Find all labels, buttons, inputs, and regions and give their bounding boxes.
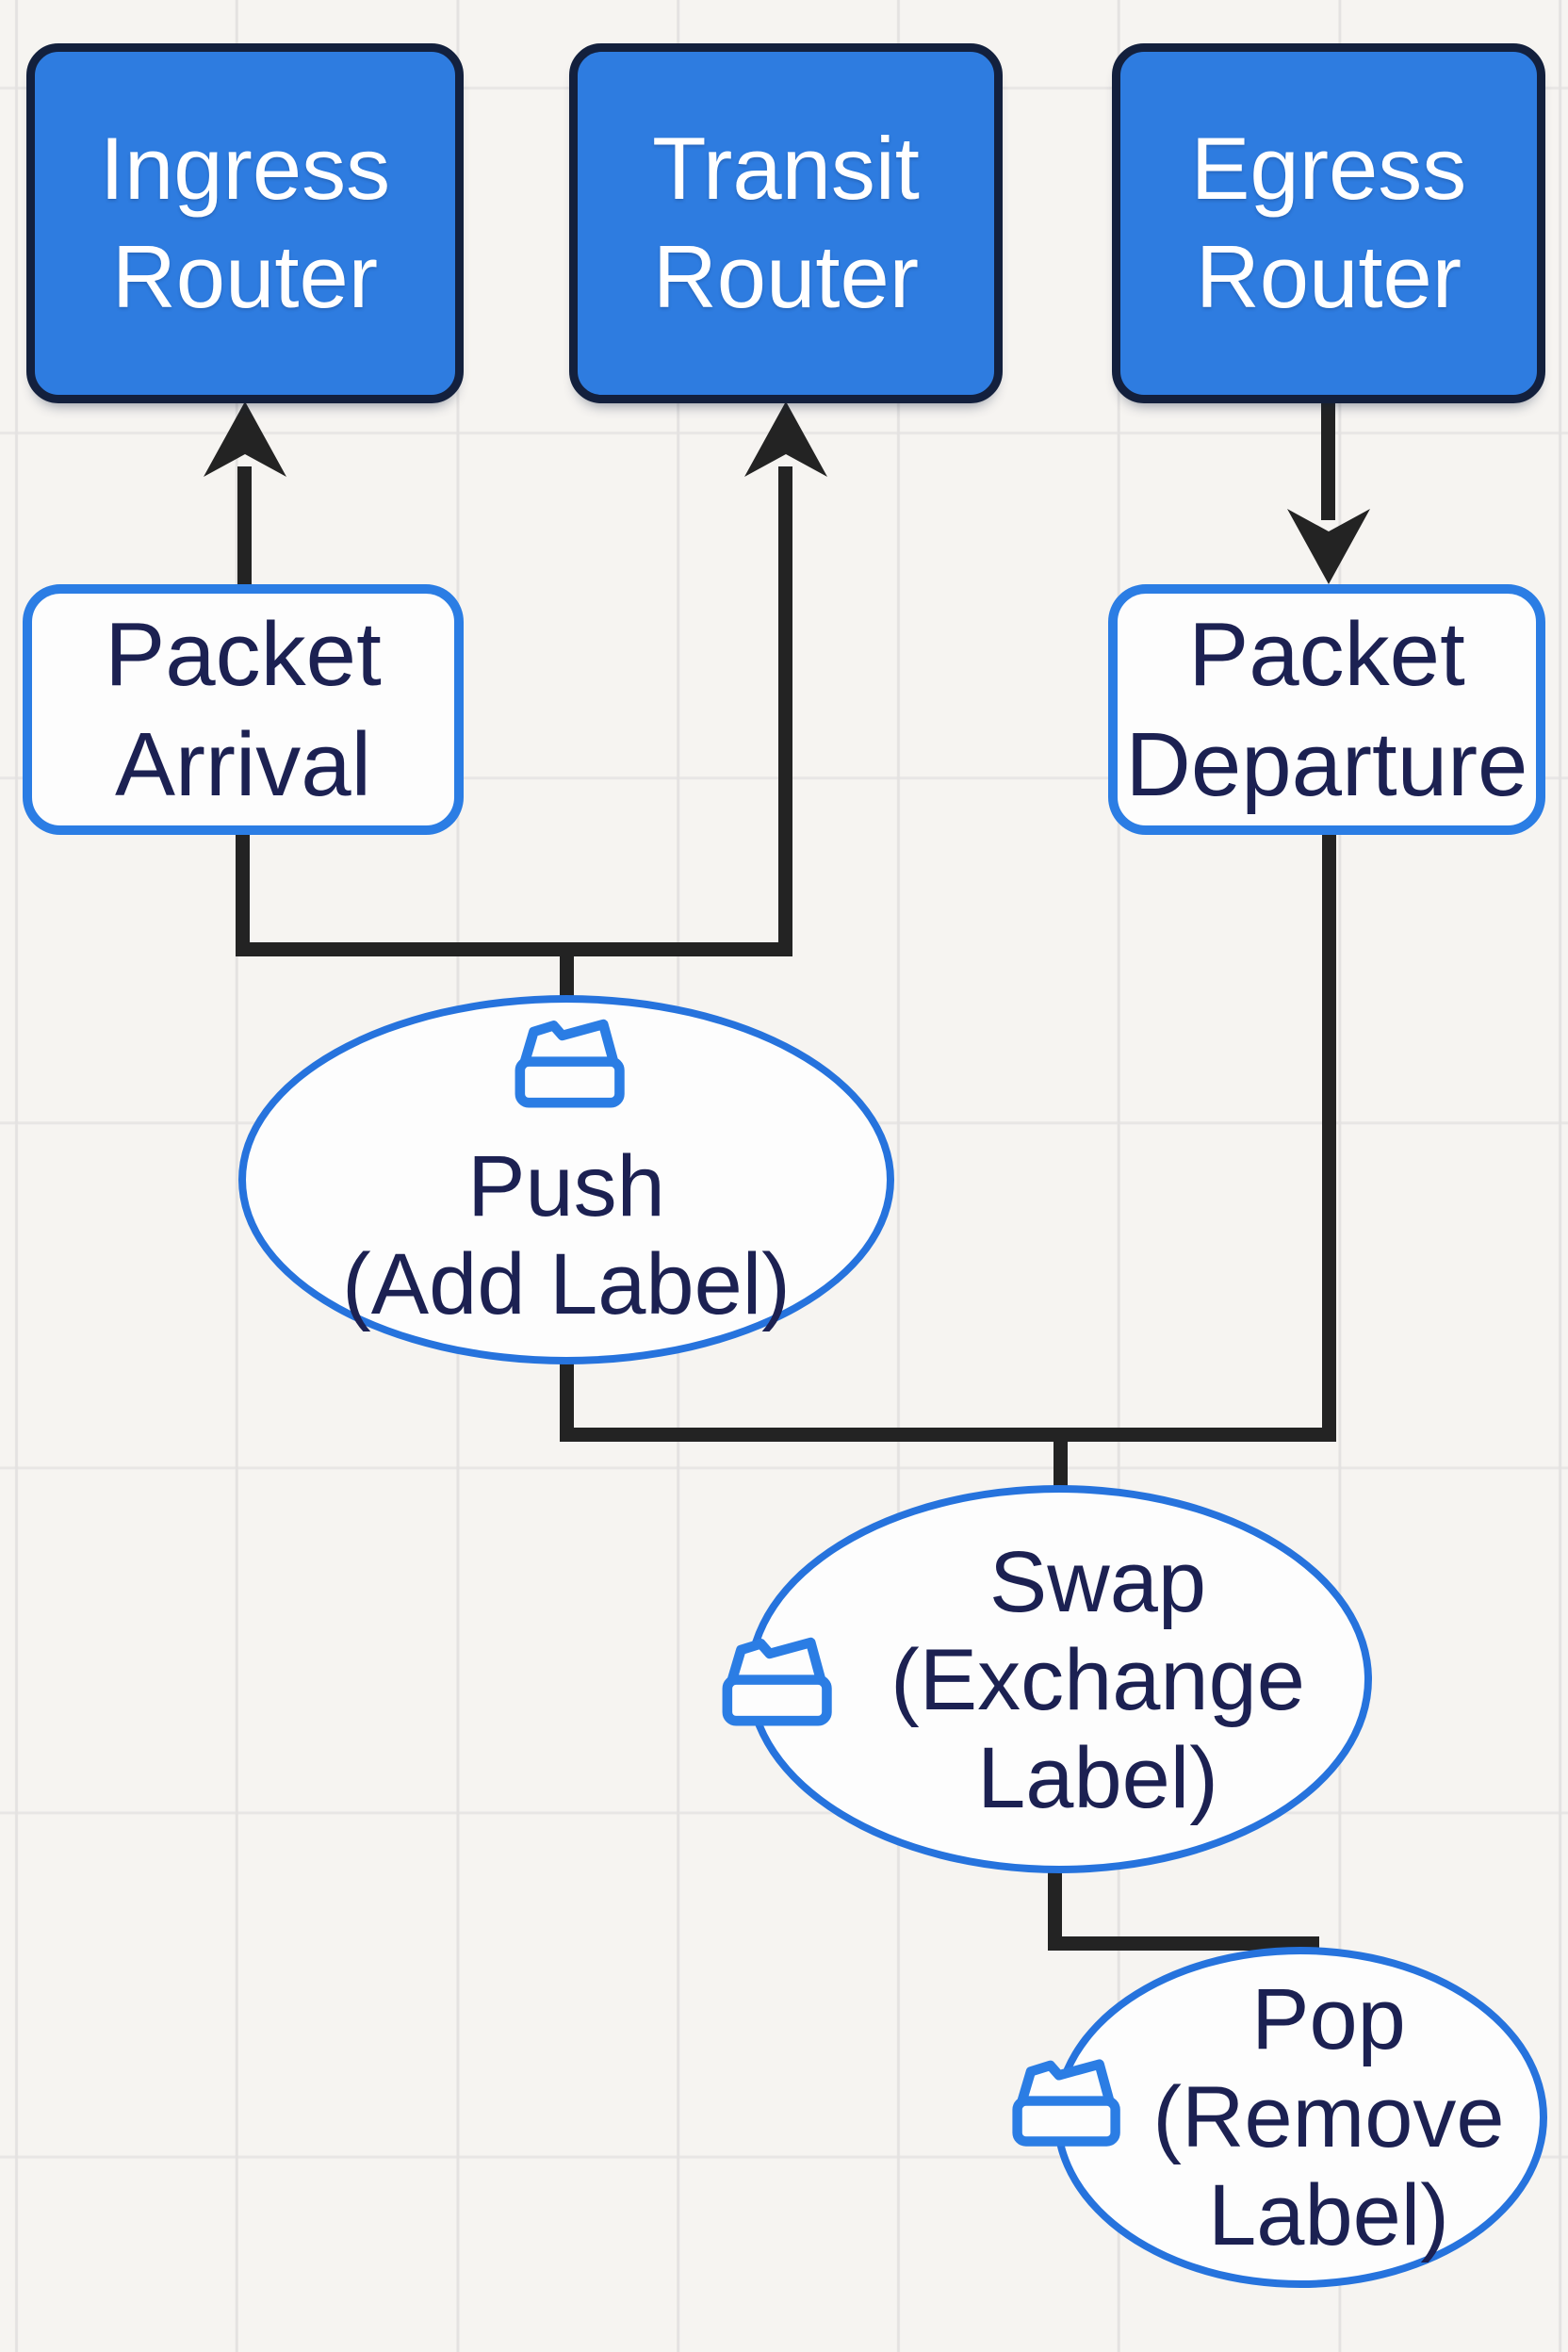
connector-arrival-down [236, 833, 250, 956]
arrowhead-up-transit-icon [744, 401, 827, 477]
ingress-router-label: Ingress Router [99, 119, 391, 326]
pop-operation-label: Pop (Remove Label) [1152, 1971, 1505, 2263]
connector-push-bottom-stub [560, 1361, 574, 1442]
connector-departure-down [1322, 833, 1336, 1442]
node-packet-departure: Packet Departure [1108, 584, 1545, 835]
connector-horizontal-push [236, 942, 792, 956]
connector-push-top-stub [560, 942, 574, 999]
node-swap-operation [746, 1485, 1372, 1873]
connector-swap-bottom-stub [1048, 1868, 1062, 1951]
arrowhead-up-ingress-icon [204, 401, 286, 477]
connector-arrival-to-ingress [237, 466, 252, 587]
transit-router-label: Transit Router [652, 119, 920, 326]
connector-horizontal-swap [560, 1428, 1336, 1442]
node-egress-router: Egress Router [1112, 43, 1545, 403]
packet-departure-label: Packet Departure [1125, 603, 1528, 815]
egress-router-label: Egress Router [1190, 119, 1467, 326]
packet-arrival-label: Packet Arrival [105, 603, 382, 815]
label-box-icon [1012, 2059, 1120, 2147]
node-pop-operation [1054, 1947, 1547, 2288]
label-box-icon [514, 1019, 625, 1108]
connector-transit-tail [778, 466, 792, 956]
node-packet-arrival: Packet Arrival [23, 584, 464, 835]
swap-operation-label: Swap (Exchange Label) [890, 1534, 1305, 1826]
push-operation-label: Push (Add Label) [342, 1138, 791, 1332]
connector-egress-to-departure [1321, 401, 1335, 520]
node-ingress-router: Ingress Router [26, 43, 464, 403]
node-transit-router: Transit Router [569, 43, 1003, 403]
connector-swap-top-stub [1054, 1428, 1068, 1488]
arrowhead-down-departure-icon [1287, 509, 1370, 584]
connector-horizontal-pop [1048, 1936, 1319, 1951]
label-box-icon [722, 1637, 832, 1726]
